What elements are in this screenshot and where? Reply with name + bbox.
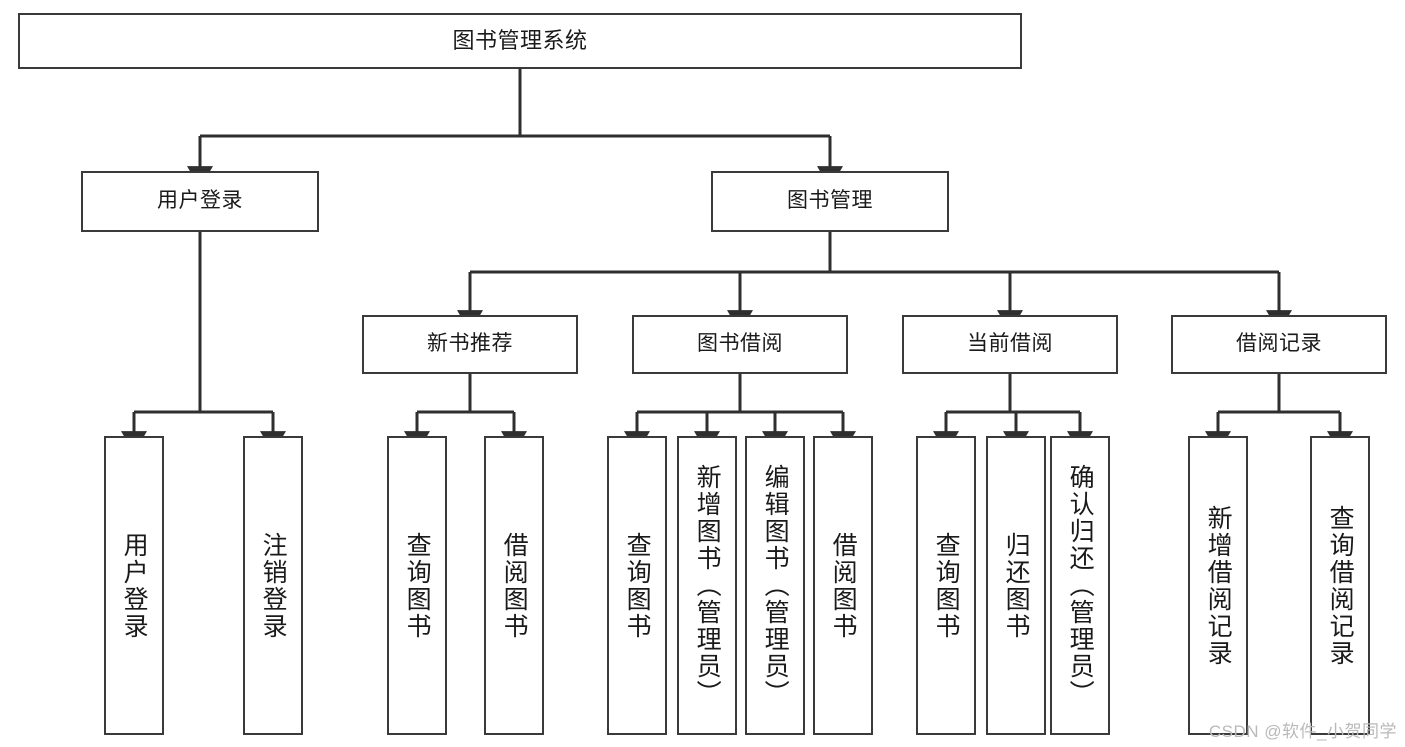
node-leaf-cur-2[interactable]: 归还图书 [986, 436, 1046, 735]
node-label: 用户登录 [157, 189, 243, 213]
node-leaf-cur-1[interactable]: 查询图书 [916, 436, 976, 735]
node-root[interactable]: 图书管理系统 [18, 13, 1022, 69]
node-label: 确认归还（管理员） [1066, 464, 1095, 707]
node-leaf-rec-2[interactable]: 查询借阅记录 [1310, 436, 1370, 735]
node-leaf-new-1[interactable]: 查询图书 [387, 436, 447, 735]
node-label: 借阅记录 [1236, 332, 1322, 356]
node-leaf-brw-1[interactable]: 查询图书 [607, 436, 667, 735]
node-label: 借阅图书 [500, 531, 529, 640]
node-records[interactable]: 借阅记录 [1171, 315, 1387, 374]
node-leaf-login-2[interactable]: 注销登录 [243, 436, 303, 735]
node-borrow[interactable]: 图书借阅 [632, 315, 848, 374]
node-label: 新增图书（管理员） [693, 464, 722, 707]
node-login[interactable]: 用户登录 [81, 171, 319, 232]
node-label: 新增借阅记录 [1204, 504, 1233, 667]
node-label: 查询借阅记录 [1326, 504, 1355, 667]
node-leaf-brw-3[interactable]: 编辑图书（管理员） [745, 436, 805, 735]
node-leaf-brw-4[interactable]: 借阅图书 [813, 436, 873, 735]
node-label: 图书管理 [787, 189, 873, 213]
node-label: 归还图书 [1002, 531, 1031, 640]
node-label: 新书推荐 [427, 332, 513, 356]
edge-group [121, 69, 1353, 454]
node-label: 图书管理系统 [452, 28, 588, 54]
node-label: 当前借阅 [967, 332, 1053, 356]
node-label: 图书借阅 [697, 332, 783, 356]
node-label: 查询图书 [932, 531, 961, 640]
node-leaf-brw-2[interactable]: 新增图书（管理员） [677, 436, 737, 735]
node-label: 借阅图书 [829, 531, 858, 640]
node-current[interactable]: 当前借阅 [902, 315, 1118, 374]
node-label: 用户登录 [120, 531, 149, 640]
node-leaf-rec-1[interactable]: 新增借阅记录 [1188, 436, 1248, 735]
node-leaf-login-1[interactable]: 用户登录 [104, 436, 164, 735]
node-label: 查询图书 [403, 531, 432, 640]
node-newrec[interactable]: 新书推荐 [362, 315, 578, 374]
node-label: 编辑图书（管理员） [761, 464, 790, 707]
node-bookmgmt[interactable]: 图书管理 [711, 171, 949, 232]
node-leaf-new-2[interactable]: 借阅图书 [484, 436, 544, 735]
node-label: 注销登录 [259, 531, 288, 640]
node-label: 查询图书 [623, 531, 652, 640]
watermark-text: CSDN @软件_小贺同学 [1208, 722, 1397, 741]
node-leaf-cur-3[interactable]: 确认归还（管理员） [1050, 436, 1110, 735]
